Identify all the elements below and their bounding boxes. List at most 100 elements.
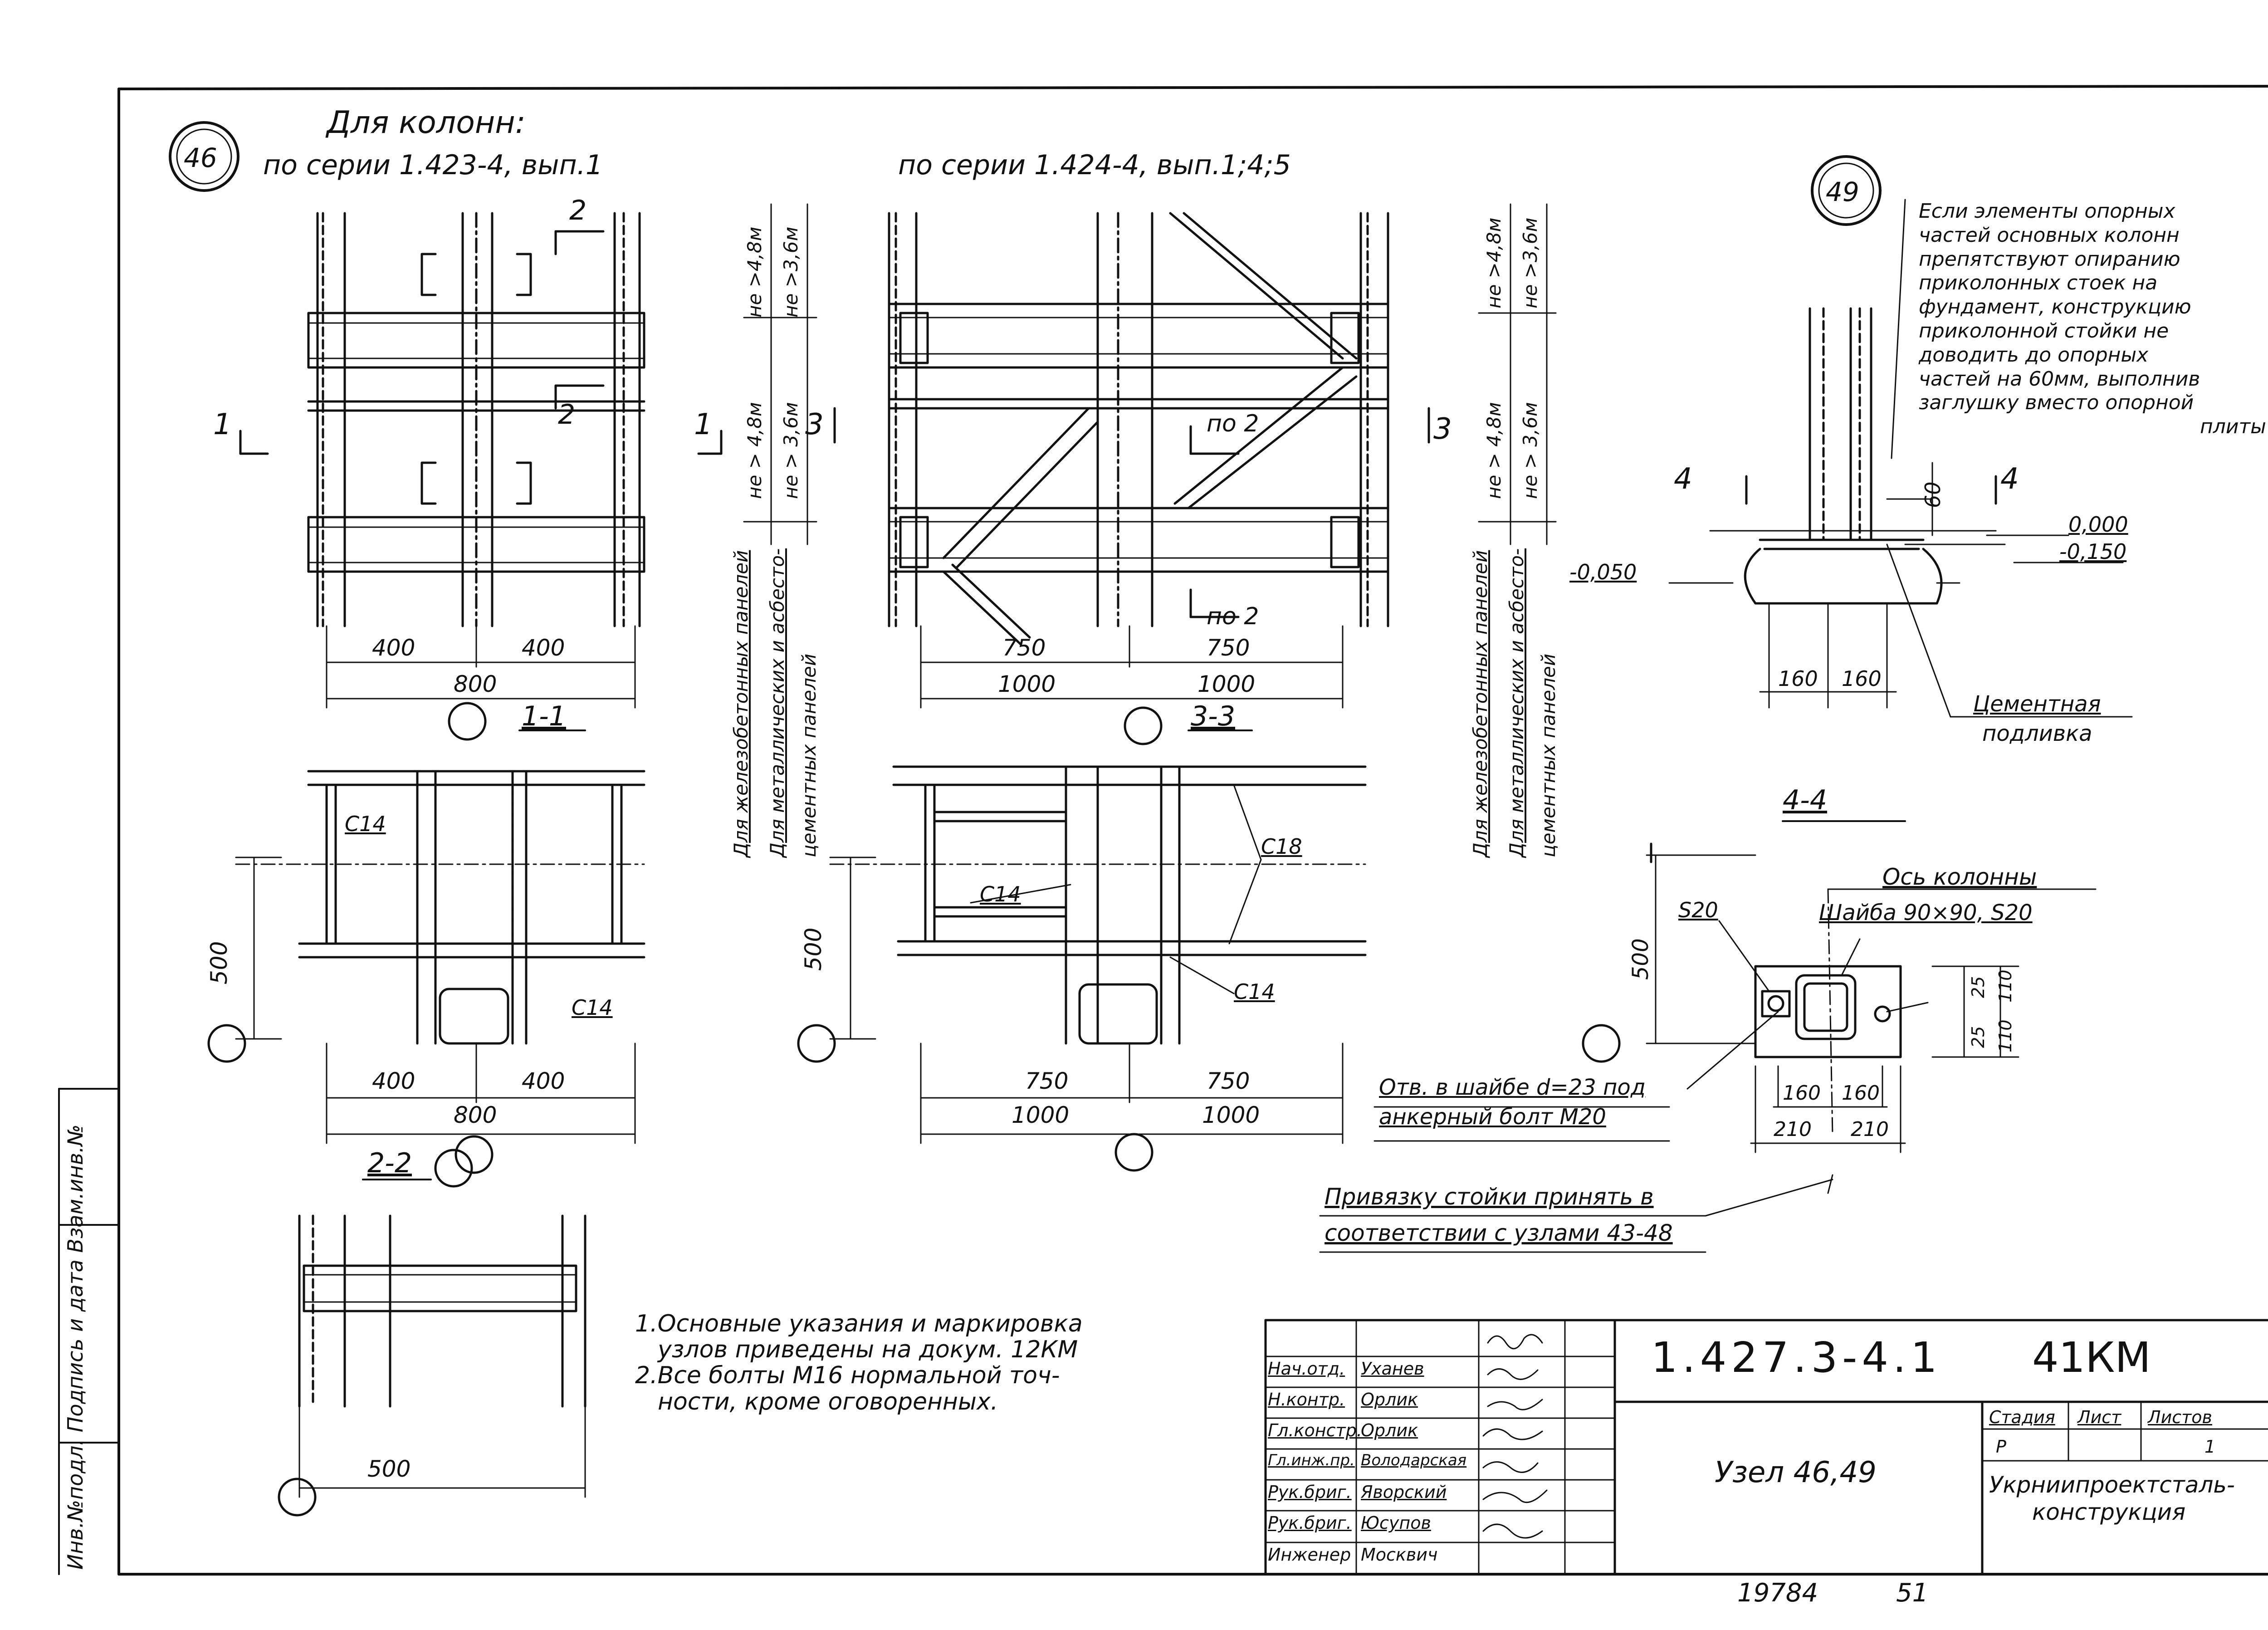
view-46b-circle-marker	[1124, 706, 1163, 745]
title-block-grid	[1264, 1319, 2268, 1576]
section-2-2-graphic	[298, 1214, 587, 1498]
section-4-4-binding-1: Привязку стойки принять в	[1325, 1184, 1654, 1210]
view-46b-dim-750-right: 750	[1207, 635, 1250, 661]
note-line: плиты	[2200, 415, 2266, 439]
section-4-4-axis-label: Ось колонны	[1882, 864, 2037, 890]
node-49-dim-160-right: 160	[1842, 666, 1882, 691]
section-3-3-title: 3-3	[1191, 700, 1235, 732]
section-4-4-dim-160-left: 160	[1783, 1082, 1821, 1105]
general-notes: 1.Основные указания и маркировка узлов п…	[635, 1311, 1083, 1415]
section-2-2-dim-500: 500	[367, 1456, 411, 1482]
tb-role-6: Рук.бриг.	[1268, 1513, 1352, 1533]
tb-role-3: Гл.констр.	[1268, 1420, 1362, 1440]
view-46a-cut-1-left: 1	[213, 408, 232, 441]
view-46a-legend-steel-2: цементных панелей	[798, 653, 820, 857]
tb-name-4: Володарская	[1361, 1451, 1467, 1469]
section-3-3-graphic	[829, 765, 1367, 1144]
view-46a-legend-rc: Для железобетонных панелей	[730, 550, 752, 857]
note-line: заглушку вместо опорной	[1919, 391, 2194, 415]
tb-role-2: Н.контр.	[1268, 1390, 1345, 1410]
section-4-4-washer: Шайба 90×90, S20	[1819, 900, 2033, 925]
view-46a-height-rc-lower: не > 4,8м	[743, 402, 766, 499]
view-46a-elevation	[239, 203, 817, 709]
note-1-line-1: 1.Основные указания и маркировка	[635, 1310, 1083, 1337]
tb-org-1: Укрниипроектсталь-	[1989, 1472, 2235, 1498]
node-49-dim-60: 60	[1921, 481, 1945, 508]
left-margin-stamp: Инв.№подл. Подпись и дата Взам.инв.№	[63, 1124, 88, 1570]
node-49-level-050: -0,050	[1569, 560, 1637, 584]
view-46a-cut-1-right: 1	[694, 408, 713, 441]
node-49-label: 49	[1826, 176, 1859, 207]
tb-name-1: Уханев	[1361, 1359, 1424, 1379]
tb-org-2: конструкция	[2032, 1499, 2186, 1525]
section-1-1-title: 1-1	[522, 700, 566, 732]
node-49-graphic	[1668, 199, 2133, 718]
tb-name-5: Яворский	[1361, 1482, 1447, 1502]
tb-sheet-label: Лист	[2077, 1407, 2121, 1427]
tb-role-1: Нач.отд.	[1268, 1359, 1345, 1379]
section-3-3-dim-1000-left: 1000	[1012, 1102, 1070, 1128]
note-line: Если элементы опорных	[1919, 200, 2175, 223]
view-46a-legend-steel-1: Для металлических и асбесто-	[766, 548, 788, 857]
node-49-grout-1: Цементная	[1973, 691, 2101, 717]
section-4-4-hole-1: Отв. в шайбе d=23 под	[1379, 1075, 1646, 1100]
note-line: частей основных колонн	[1919, 223, 2180, 247]
view-46b-po2-top: по 2	[1207, 410, 1259, 437]
view-46b-height-steel-lower: не > 3,6м	[1519, 402, 1541, 499]
view-46a-height-steel-upper: не >3,6м	[780, 226, 802, 318]
section-3-3-dim-750-right: 750	[1207, 1068, 1250, 1094]
tb-designation: 1.427.3-4.1	[1651, 1333, 1942, 1382]
view-46b-dim-1000-right: 1000	[1198, 671, 1256, 697]
node-46-label: 46	[184, 142, 217, 173]
note-line: приколонной стойки не	[1919, 319, 2169, 343]
tb-role-4: Гл.инж.пр.	[1268, 1451, 1355, 1469]
section-4-4-s20: S20	[1678, 898, 1718, 922]
section-3-3-dim-750-left: 750	[1025, 1068, 1069, 1094]
view-46a-circle-marker	[448, 702, 487, 741]
section-1-1-dim-500: 500	[206, 941, 232, 984]
tb-name-6: Юсупов	[1361, 1513, 1431, 1533]
tb-stage-label: Стадия	[1989, 1407, 2055, 1427]
view-46a-height-rc-upper: не >4,8м	[743, 226, 766, 318]
footer-number: 19784	[1737, 1578, 1818, 1608]
view-46a-dim-400-left: 400	[372, 635, 415, 661]
tb-name-7: Москвич	[1361, 1545, 1438, 1565]
section-1-1-c14-a: С14	[345, 812, 386, 836]
section-1-1-dim-800: 800	[454, 1102, 497, 1128]
section-4-4-dim-110-top: 110	[1995, 969, 2015, 1003]
section-2-2-title: 2-2	[367, 1147, 412, 1179]
section-3-3-c18: С18	[1261, 834, 1302, 859]
view-46b-cut-3-right: 3	[1433, 412, 1452, 446]
view-46b-legend-steel-2: цементных панелей	[1537, 653, 1559, 857]
section-4-4-dim-500: 500	[1628, 938, 1653, 980]
section-3-3-dim-1000-right: 1000	[1202, 1102, 1260, 1128]
section-4-4-dim-160-right: 160	[1842, 1082, 1880, 1105]
view-46a-dim-400-right: 400	[522, 635, 565, 661]
section-4-4-dim-25-bottom: 25	[1968, 1026, 1988, 1048]
for-columns-heading: Для колонн:	[327, 105, 526, 141]
view-46a-height-steel-lower: не > 3,6м	[780, 402, 802, 499]
section-4-4-graphic	[1319, 842, 2097, 1253]
tb-role-5: Рук.бриг.	[1268, 1482, 1352, 1502]
footer-page: 51	[1896, 1578, 1929, 1608]
view-46a-dim-800: 800	[454, 671, 497, 697]
view-46b-elevation	[833, 203, 1557, 709]
view-46b-height-rc-upper: не >4,8м	[1483, 217, 1505, 308]
tb-name-3: Орлик	[1361, 1420, 1418, 1440]
section-1-1-dim-400-left: 400	[372, 1068, 415, 1094]
series-a-label: по серии 1.423-4, вып.1	[263, 149, 603, 181]
note-line: фундамент, конструкцию	[1919, 295, 2191, 319]
section-4-4-hole-2: анкерный болт М20	[1379, 1104, 1606, 1130]
tb-node-title: Узел 46,49	[1715, 1456, 1877, 1489]
section-1-1-dim-400-right: 400	[522, 1068, 565, 1094]
section-4-4-title: 4-4	[1783, 784, 1827, 816]
tb-stage-value: Р	[1996, 1437, 2006, 1457]
note-2-line-2: ности, кроме оговоренных.	[658, 1388, 998, 1415]
node-49-cut-4-left: 4	[1674, 462, 1692, 496]
node-49-dim-160-left: 160	[1778, 666, 1818, 691]
section-1-1-c14-b: С14	[572, 995, 613, 1020]
series-b-label: по серии 1.424-4, вып.1;4;5	[898, 149, 1291, 181]
view-46b-height-steel-upper: не >3,6м	[1519, 217, 1541, 308]
note-1-line-2: узлов приведены на докум. 12КМ	[658, 1336, 1078, 1364]
view-46b-legend-rc: Для железобетонных панелей	[1469, 550, 1491, 857]
